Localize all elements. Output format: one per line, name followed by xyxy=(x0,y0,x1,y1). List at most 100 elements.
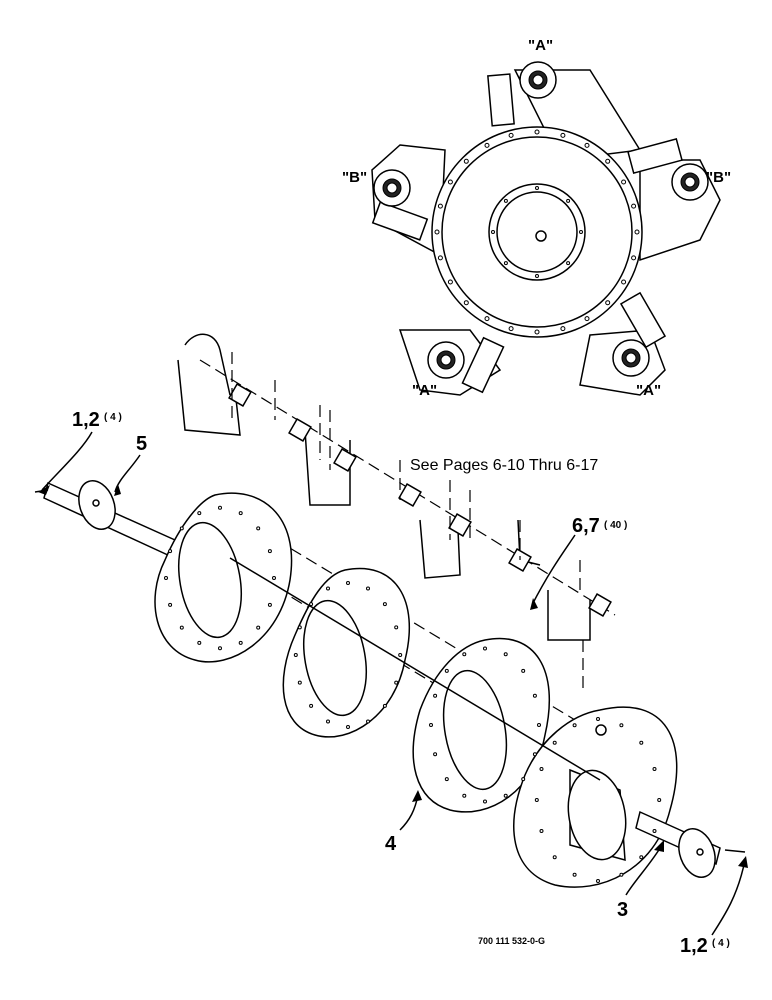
callout-1-2-top: 1,2 xyxy=(72,409,100,431)
reel-tube-assembly xyxy=(34,480,746,888)
disk-bolt-hole xyxy=(238,511,243,516)
disk-bolt-hole xyxy=(309,602,314,607)
label-b-left: "B" xyxy=(342,169,367,186)
hub-bolt-hole xyxy=(566,198,571,203)
flange-bolt-hole xyxy=(447,279,453,285)
flange-bolt-hole xyxy=(560,132,566,138)
flange-bolt-hole xyxy=(634,229,640,235)
disk-bolt-hole xyxy=(272,576,276,580)
disk-bolt-hole xyxy=(552,740,557,745)
callout-1-2-bottom-qty: ( 4 ) xyxy=(712,938,730,949)
disk-bolt-hole xyxy=(366,586,370,591)
shaft-coupling xyxy=(333,448,357,472)
hub-bolt-hole xyxy=(579,230,583,234)
shaft-coupling xyxy=(448,513,472,537)
flange-bolt-hole xyxy=(534,129,540,135)
disk-bolt-hole xyxy=(444,777,449,782)
flange-bolt-hole xyxy=(534,329,540,335)
disk-bolt-hole xyxy=(503,793,508,798)
flange-bolt-hole xyxy=(605,300,611,306)
disk-bolt-hole xyxy=(444,668,449,673)
disk-bolt-hole xyxy=(164,576,168,580)
callout-1-2-top-qty: ( 4 ) xyxy=(104,412,122,423)
disk-bolt-hole xyxy=(572,723,577,728)
disk-bolt-hole xyxy=(293,653,298,657)
label-b-right: "B" xyxy=(706,169,731,186)
disk-bolt-hole xyxy=(267,602,272,607)
disk-bolt-hole xyxy=(433,752,438,757)
disk-bolt-hole xyxy=(462,793,467,798)
bearing-b-right xyxy=(671,163,709,201)
label-a-bottom-right: "A" xyxy=(636,382,661,399)
disk-bolt-hole xyxy=(398,653,403,657)
disk-bolt-hole xyxy=(218,505,222,510)
flange-bolt-hole xyxy=(621,179,627,185)
disk-bolt-hole xyxy=(382,703,387,708)
disk-bolt-hole xyxy=(539,829,544,833)
flange-bolt-hole xyxy=(508,326,514,332)
bearing-a-bottom-right xyxy=(612,339,650,377)
disk-bolt-hole xyxy=(197,640,202,645)
disk-bolt-hole xyxy=(534,798,539,802)
spider-disk-4 xyxy=(412,637,550,813)
bat-tube-assembly xyxy=(177,333,616,690)
disk-bolt-hole xyxy=(462,652,467,657)
flange-bolt-hole xyxy=(484,142,490,148)
callout-4: 4 xyxy=(385,833,397,855)
disk-bolt-hole xyxy=(539,767,544,771)
callout-leaders xyxy=(38,431,748,936)
drawing-number: 700 111 532-0-G xyxy=(478,936,545,946)
disk-bolt-hole xyxy=(394,680,399,685)
disk-bolt-hole xyxy=(256,526,261,531)
reel-end-view xyxy=(371,61,721,396)
flange-bolt-hole xyxy=(508,132,514,138)
disk-bolt-hole xyxy=(433,693,438,698)
flange-bolt-hole xyxy=(463,158,469,164)
flange-bolt-hole xyxy=(584,316,590,322)
callout-6-7: 6,7 xyxy=(572,515,600,537)
flange-bolt-hole xyxy=(560,326,566,332)
disk-bolt-hole xyxy=(657,798,662,802)
callout-6-7-qty: ( 40 ) xyxy=(604,520,627,531)
disk-bolt-hole xyxy=(429,723,433,727)
disk-bolt-hole xyxy=(297,625,302,630)
flange-bolt-hole xyxy=(484,316,490,322)
flange-bolt-hole xyxy=(447,179,453,185)
disk-bolt-hole xyxy=(596,717,600,721)
disk-bolt-hole xyxy=(639,855,644,860)
disk-bolt-hole xyxy=(197,511,202,516)
flange-bolt-hole xyxy=(437,203,443,209)
disk-bolt-hole xyxy=(309,703,314,708)
disk-bolt-hole xyxy=(168,549,173,554)
shaft-coupling xyxy=(398,483,422,507)
hub-bolt-hole xyxy=(491,230,495,234)
disk-bolt-hole xyxy=(652,767,657,771)
disk-bolt-hole xyxy=(639,740,644,745)
disk-bolt-hole xyxy=(256,625,261,630)
flange-bolt-hole xyxy=(463,300,469,306)
hub-bolt-hole xyxy=(566,261,571,266)
disk-bolt-hole xyxy=(572,872,577,877)
spider-disk-2 xyxy=(282,567,410,738)
flange-bolt-hole xyxy=(631,255,637,261)
disk-bolt-hole xyxy=(238,640,243,645)
shaft-coupling xyxy=(288,418,312,442)
disk-bolt-hole xyxy=(267,549,272,554)
disk-bolt-hole xyxy=(537,723,541,727)
flange-bolt-hole xyxy=(605,158,611,164)
disk-bolt-hole xyxy=(532,752,537,757)
callout-1-2-bottom: 1,2 xyxy=(680,935,708,957)
disk-bolt-hole xyxy=(326,719,330,724)
callout-5: 5 xyxy=(136,433,147,455)
flange-bolt-hole xyxy=(631,203,637,209)
disk-bolt-hole xyxy=(366,719,370,724)
disk-bolt-hole xyxy=(521,777,526,782)
flange-bolt-hole xyxy=(584,142,590,148)
disk-bolt-hole xyxy=(326,586,330,591)
hub-bolt-hole xyxy=(503,198,508,203)
disk-bolt-hole xyxy=(483,646,487,651)
bearing-a-bottom-left xyxy=(427,341,465,379)
spider-disk-1 xyxy=(154,492,293,663)
